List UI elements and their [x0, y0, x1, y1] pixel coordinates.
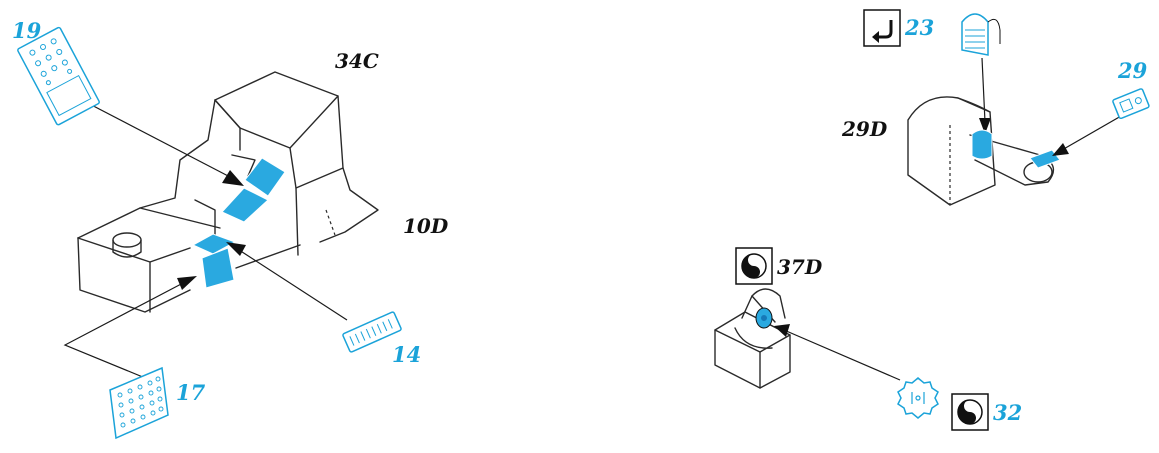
part-number-17: 17 — [176, 380, 206, 405]
assembly-label-37d: 37D — [777, 255, 823, 279]
fitted-part-17 — [201, 247, 235, 289]
pointer-17 — [63, 276, 197, 381]
fitted-part-14 — [191, 233, 237, 255]
sprue-part-14-icon — [342, 311, 402, 353]
assembly-label-29d: 29D — [841, 117, 888, 141]
part-number-23: 23 — [904, 15, 934, 40]
sprue-part-29-icon — [1112, 88, 1150, 120]
sprue-part-17-icon — [109, 366, 169, 440]
assembly-label-10d: 10D — [403, 214, 449, 238]
bend-arrow-icon — [863, 9, 901, 47]
sprue-part-32-icon — [897, 377, 939, 419]
assembly-body-37d — [714, 288, 791, 389]
sprue-part-19-icon — [17, 26, 100, 126]
fitted-part-19 — [221, 157, 286, 223]
sprue-part-23-icon — [961, 13, 1001, 56]
fitted-part-32 — [755, 307, 773, 329]
yin-yang-icon — [951, 393, 989, 431]
part-number-14: 14 — [392, 342, 421, 367]
yin-yang-icon — [735, 247, 773, 285]
pointer-29 — [1052, 111, 1129, 156]
fitted-part-29 — [1029, 149, 1061, 169]
pointer-19 — [77, 97, 244, 186]
part-number-32: 32 — [993, 400, 1022, 425]
pointer-32 — [774, 324, 901, 381]
pointer-14 — [226, 242, 348, 321]
fitted-part-23 — [971, 129, 993, 160]
pointer-23 — [979, 57, 991, 134]
assembly-label-34c: 34C — [335, 49, 379, 73]
part-number-29: 29 — [1117, 58, 1148, 83]
assembly-body-34c — [77, 71, 379, 313]
part-number-19: 19 — [12, 18, 42, 43]
